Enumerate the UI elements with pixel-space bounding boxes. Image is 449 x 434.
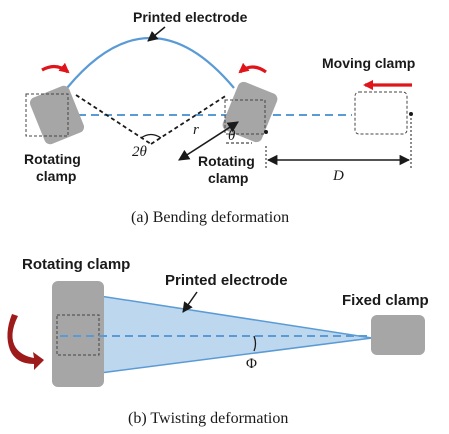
right-rotation-arrow bbox=[238, 62, 267, 74]
left-rotation-arrow bbox=[41, 62, 70, 74]
printed-electrode-pointer-a bbox=[147, 26, 166, 42]
fixed-clamp-label: Fixed clamp bbox=[342, 292, 429, 309]
right-clamp-dashed-outline bbox=[224, 99, 266, 135]
twisting-panel: Φ Rotating clamp Printed electrode Fixed… bbox=[7, 256, 429, 427]
right-rotating-clamp-label-line1: Rotating bbox=[198, 153, 255, 169]
printed-electrode-pointer-b bbox=[182, 291, 198, 313]
angle-phi-arc bbox=[253, 335, 257, 352]
angle-phi-label: Φ bbox=[246, 356, 257, 372]
angle-2theta-label: 2θ bbox=[132, 144, 148, 160]
printed-electrode-wedge bbox=[99, 295, 373, 374]
twist-rotating-clamp bbox=[52, 281, 104, 387]
printed-electrode-label-a: Printed electrode bbox=[133, 9, 248, 25]
right-clamp-dot bbox=[264, 130, 268, 134]
radius-line-right bbox=[150, 94, 228, 145]
right-rotating-clamp-label-line2: clamp bbox=[208, 170, 248, 186]
rotating-clamp-label-b: Rotating clamp bbox=[22, 256, 130, 273]
printed-electrode-arc bbox=[66, 36, 235, 89]
angle-2theta-arc bbox=[140, 133, 162, 139]
radius-r-label: r bbox=[193, 122, 199, 138]
fixed-clamp bbox=[371, 315, 425, 355]
radius-line-left bbox=[75, 94, 152, 145]
distance-D-label: D bbox=[332, 168, 344, 184]
angle-theta-label: θ bbox=[228, 128, 236, 144]
bending-panel: Printed electrode 2θ r θ Moving clamp Ro bbox=[24, 9, 415, 226]
moving-clamp-box bbox=[354, 91, 408, 135]
left-rotating-clamp-label-line1: Rotating bbox=[24, 151, 81, 167]
left-rotating-clamp-label-line2: clamp bbox=[36, 168, 76, 184]
caption-b: (b) Twisting deformation bbox=[128, 410, 288, 427]
radius-r-arrow bbox=[178, 121, 239, 161]
moving-clamp-label: Moving clamp bbox=[322, 55, 415, 71]
caption-a: (a) Bending deformation bbox=[131, 209, 289, 226]
printed-electrode-label-b: Printed electrode bbox=[165, 272, 288, 289]
left-clamp-dashed-outline bbox=[25, 93, 69, 137]
moving-clamp-dot bbox=[409, 112, 413, 116]
left-rotating-clamp bbox=[29, 85, 85, 145]
twist-arrow-body bbox=[7, 314, 44, 370]
